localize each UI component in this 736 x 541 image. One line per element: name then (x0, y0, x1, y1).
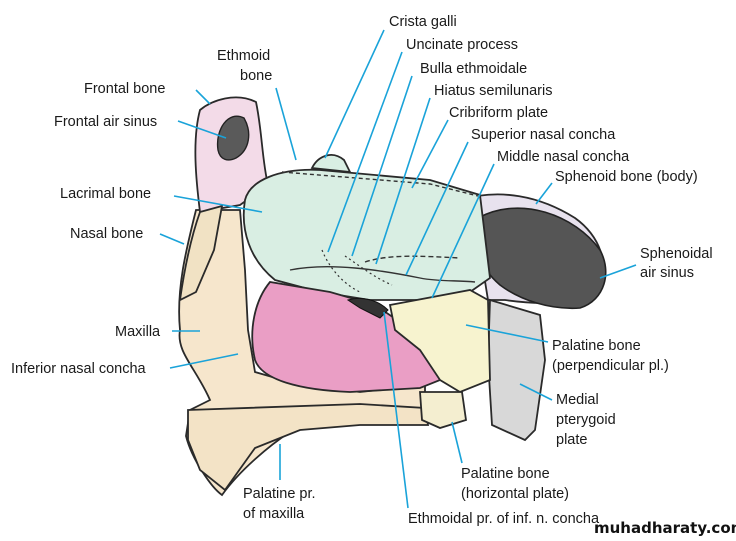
label-medial-pterygoid-1: Medial (556, 392, 599, 408)
label-frontal-air-sinus: Frontal air sinus (54, 114, 157, 130)
leader-sphenoidal-sinus (599, 264, 637, 279)
leader-pterygoid (519, 383, 553, 401)
skull-illustration (178, 96, 607, 497)
label-palatine-perp-1: Palatine bone (552, 338, 641, 354)
palatine-process-shape (187, 403, 430, 492)
cribriform-line (281, 171, 479, 197)
label-middle-nasal-concha: Middle nasal concha (497, 149, 630, 165)
leader-inferior-concha (169, 353, 239, 369)
label-sphenoid-bone-body: Sphenoid bone (body) (555, 169, 698, 185)
label-medial-pterygoid-2: pterygoid (556, 412, 616, 428)
uncinate-line (321, 249, 361, 293)
leader-uncinate (327, 51, 403, 253)
frontal-air-sinus-shape (216, 115, 250, 161)
leader-ethmoid-bone (275, 87, 297, 161)
leader-frontal-sinus (177, 120, 227, 139)
leader-ethmoidal-pr (383, 311, 409, 509)
leader-bulla (351, 75, 413, 257)
leader-hiatus (375, 97, 431, 265)
label-ethmoidal-pr: Ethmoidal pr. of inf. n. concha (408, 511, 600, 527)
leader-crista-galli (324, 29, 385, 159)
leader-palatine-horiz (451, 421, 463, 464)
label-palatine-horiz-1: Palatine bone (461, 466, 550, 482)
label-palatine-perp-2: (perpendicular pl.) (552, 358, 669, 374)
nasal-bone-shape (178, 204, 224, 302)
leader-nasal (159, 233, 185, 245)
leader-superior-concha (405, 141, 469, 276)
labels: Crista galli Uncinate process Bulla ethm… (11, 14, 736, 537)
ethmoidal-process-shape (346, 297, 389, 319)
crista-galli-shape (310, 154, 352, 174)
label-uncinate-process: Uncinate process (406, 37, 518, 53)
label-ethmoid-1: Ethmoid (217, 48, 270, 64)
label-lacrimal-bone: Lacrimal bone (60, 186, 151, 202)
label-nasal-bone: Nasal bone (70, 226, 143, 242)
label-medial-pterygoid-3: plate (556, 432, 587, 448)
label-ethmoid-2: bone (240, 68, 272, 84)
label-sphenoidal-2: air sinus (640, 265, 694, 281)
label-cribriform-plate: Cribriform plate (449, 105, 548, 121)
label-superior-nasal-concha: Superior nasal concha (471, 127, 616, 143)
leader-sphenoid-body (535, 182, 553, 205)
middle-concha-line (289, 266, 476, 283)
inferior-concha-shape (251, 281, 446, 393)
label-bulla-ethmoidale: Bulla ethmoidale (420, 61, 527, 77)
bulla-line (344, 255, 393, 286)
label-palatine-pr-1: Palatine pr. (243, 486, 316, 502)
label-palatine-pr-2: of maxilla (243, 506, 305, 522)
watermark: muhadharaty.com (594, 519, 736, 537)
label-maxilla: Maxilla (115, 324, 161, 340)
leader-cribriform (411, 119, 449, 189)
label-hiatus-semilunaris: Hiatus semilunaris (434, 83, 552, 99)
label-crista-galli: Crista galli (389, 14, 457, 30)
pterygoid-plate-shape (487, 298, 546, 442)
label-frontal-bone: Frontal bone (84, 81, 165, 97)
palatine-horizontal-shape (419, 391, 467, 429)
label-palatine-horiz-2: (horizontal plate) (461, 486, 569, 502)
superior-concha-line (364, 255, 461, 263)
leader-middle-concha (431, 163, 495, 299)
label-inferior-nasal-concha: Inferior nasal concha (11, 361, 147, 377)
leader-lines (159, 29, 637, 509)
leader-lacrimal (173, 195, 263, 213)
label-sphenoidal-1: Sphenoidal (640, 246, 713, 262)
leader-palatine-perp (465, 324, 549, 343)
leader-frontal-bone (195, 89, 211, 105)
